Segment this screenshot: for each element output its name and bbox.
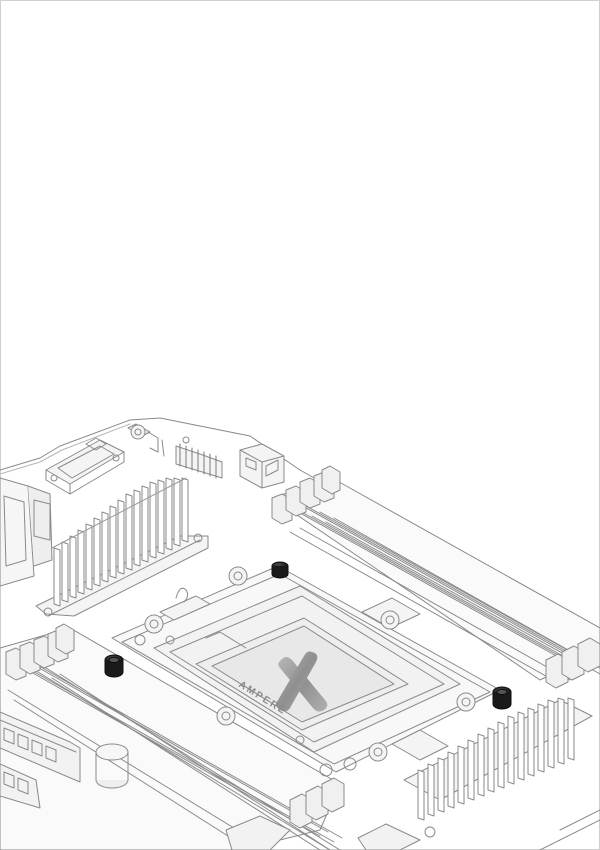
pcie-slot-icon [0,711,81,809]
connector-strip-icon [225,809,600,850]
ampere-x-logo-icon [276,651,328,712]
power-connector-icon [239,443,285,489]
dimm-slot-icon [271,465,600,689]
jack-connector-icon [127,423,165,457]
battery-icon [95,743,129,789]
heatsink-icon [35,477,209,617]
standoff-icon [104,561,512,710]
io-port-block [0,477,53,587]
pcb-outline [0,417,600,641]
serial-port-icon [45,437,125,495]
dimm-slot-icon [0,623,345,850]
heatsink-icon [403,697,593,838]
pin-header-icon [175,436,223,479]
